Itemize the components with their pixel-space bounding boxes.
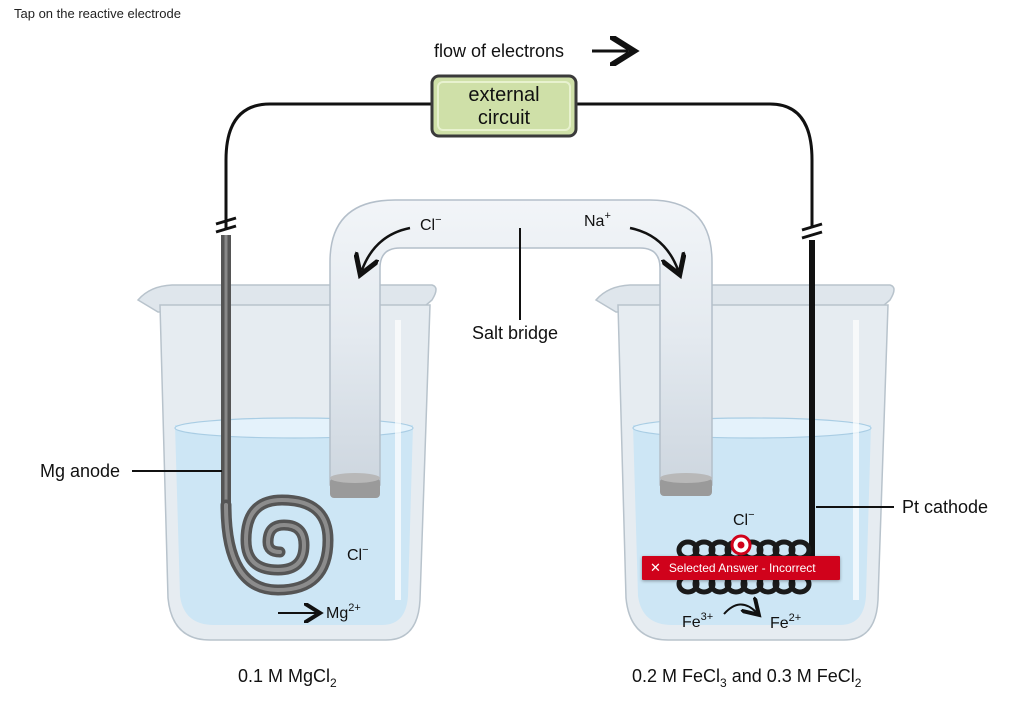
left-clip bbox=[215, 216, 237, 234]
left-cl-ion-label: Cl− bbox=[347, 544, 369, 564]
instruction-text: Tap on the reactive electrode bbox=[14, 6, 181, 21]
circuit-label-line1: external bbox=[468, 84, 539, 106]
feedback-text: Selected Answer - Incorrect bbox=[668, 561, 816, 575]
close-icon: ✕ bbox=[650, 560, 661, 575]
selection-marker bbox=[730, 534, 752, 556]
right-cl-ion-label: Cl− bbox=[733, 509, 755, 529]
right-clip bbox=[801, 222, 823, 240]
incorrect-feedback-banner: ✕ Selected Answer - Incorrect bbox=[642, 556, 840, 580]
circuit-label-line2: circuit bbox=[478, 107, 531, 129]
left-wire bbox=[224, 102, 432, 228]
flow-label: flow of electrons bbox=[434, 41, 564, 61]
pt-cathode-label: Pt cathode bbox=[902, 497, 988, 517]
fe3-ion-label: Fe3+ bbox=[682, 611, 713, 631]
left-solution-label: 0.1 M MgCl2 bbox=[238, 666, 337, 690]
cl-flow-arrow bbox=[362, 226, 411, 270]
mg-ion-label: Mg2+ bbox=[326, 602, 361, 622]
na-flow-arrow bbox=[629, 226, 678, 270]
fe2-ion-label: Fe2+ bbox=[770, 612, 801, 632]
salt-bridge-label: Salt bridge bbox=[472, 323, 558, 343]
right-solution-label: 0.2 M FeCl3 and 0.3 M FeCl2 bbox=[632, 666, 862, 690]
bridge-na-label: Na+ bbox=[584, 210, 611, 230]
mg-anode-electrode[interactable] bbox=[220, 235, 334, 596]
external-circuit-box[interactable]: external circuit bbox=[430, 74, 578, 138]
fe-reduction-arrow bbox=[723, 604, 756, 614]
right-wire bbox=[576, 102, 814, 228]
mg-anode-label: Mg anode bbox=[40, 461, 120, 481]
salt-bridge[interactable] bbox=[329, 199, 713, 498]
bridge-cl-label: Cl− bbox=[420, 214, 442, 234]
